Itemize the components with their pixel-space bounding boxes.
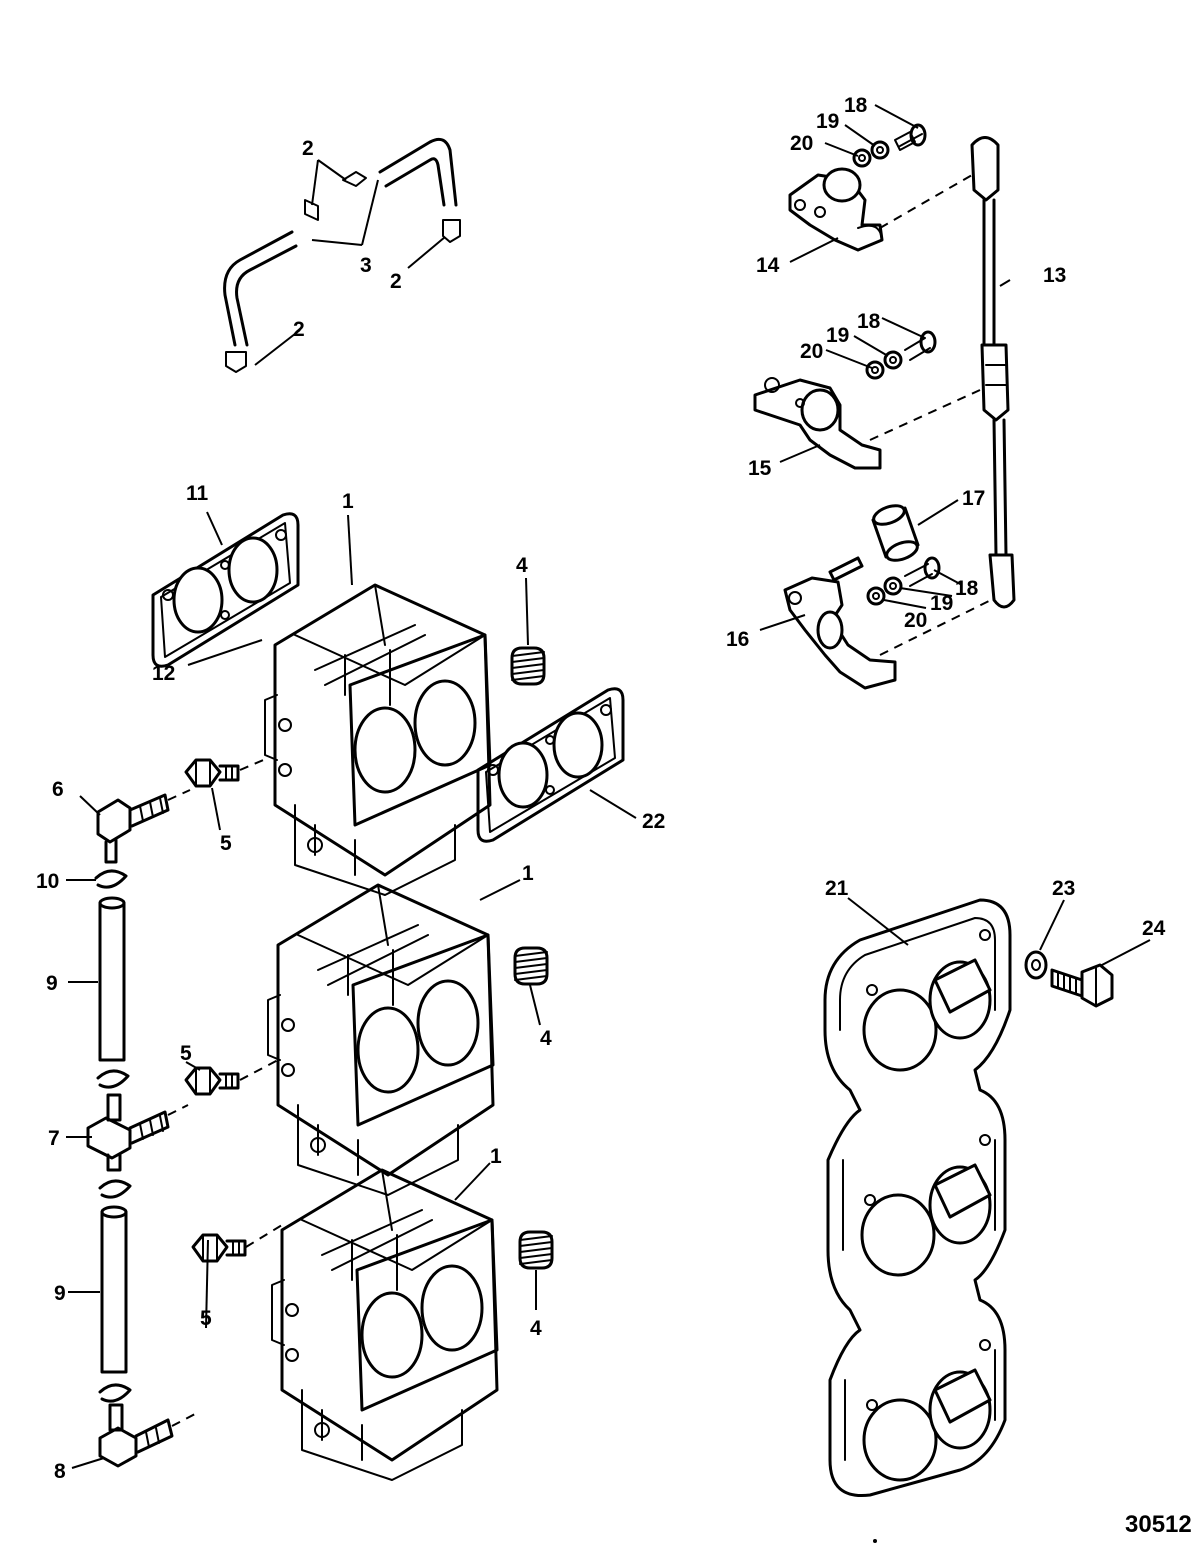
callout-11: 11	[186, 482, 209, 505]
bolt-24	[1050, 963, 1114, 1008]
callout-13: 13	[1043, 264, 1066, 287]
callout-5-middle: 5	[180, 1042, 192, 1065]
callout-18-bottom: 18	[955, 577, 979, 600]
callout-8: 8	[54, 1460, 66, 1483]
hose-9a	[98, 896, 126, 1062]
callout-14: 14	[756, 254, 780, 277]
clip-bottom	[98, 1383, 132, 1403]
callout-labels: 2 3 2 2 11 1 4 12 6 5 22 10 1 9 4 5 7 1 …	[36, 94, 1192, 1538]
tee-fitting-7	[86, 1093, 189, 1172]
callout-4-bottom: 4	[530, 1317, 542, 1340]
callout-7: 7	[48, 1127, 60, 1150]
callout-2-bottom: 2	[293, 318, 305, 341]
callout-leaders	[66, 104, 1151, 1469]
callout-20-mid: 20	[800, 340, 823, 363]
callout-20-top: 20	[790, 132, 813, 155]
callout-19-bottom: 19	[930, 592, 953, 615]
callout-17: 17	[962, 487, 985, 510]
callout-18-mid: 18	[857, 310, 881, 333]
callout-12: 12	[152, 662, 175, 685]
callout-22: 22	[642, 810, 665, 833]
screw-washers-mid	[865, 330, 937, 380]
callout-6: 6	[52, 778, 64, 801]
spring-4a	[510, 646, 546, 686]
spring-4c	[518, 1230, 554, 1270]
callout-10: 10	[36, 870, 59, 893]
callout-19-mid: 19	[826, 324, 849, 347]
clip-10	[94, 869, 128, 889]
elbow-fitting-6	[96, 789, 191, 864]
callout-4-top: 4	[516, 554, 528, 577]
callout-1-bottom: 1	[490, 1145, 502, 1168]
callout-24: 24	[1142, 917, 1166, 940]
callout-1-top: 1	[342, 490, 354, 513]
linkage-rod-13	[869, 136, 1016, 656]
hose-9b	[100, 1205, 128, 1374]
fuel-hose-assembly	[223, 137, 461, 373]
callout-19-top: 19	[816, 110, 839, 133]
throttle-arm-16	[783, 556, 897, 690]
dot-mark	[873, 1539, 877, 1543]
carburetor-top	[263, 583, 492, 897]
callout-23: 23	[1052, 877, 1075, 900]
callout-2-right: 2	[390, 270, 402, 293]
throttle-arm-15	[753, 377, 882, 470]
clip-lower	[98, 1179, 132, 1199]
carburetor-middle	[266, 883, 495, 1197]
callout-4-middle: 4	[540, 1027, 552, 1050]
fitting-5c	[191, 1233, 247, 1263]
callout-16: 16	[726, 628, 749, 651]
callout-9-top: 9	[46, 972, 58, 995]
callout-9-bottom: 9	[54, 1282, 66, 1305]
fitting-5a	[184, 758, 240, 788]
spring-4b	[513, 946, 549, 986]
roller-17	[871, 504, 920, 562]
callout-18-top: 18	[844, 94, 868, 117]
callout-3: 3	[360, 254, 372, 277]
callout-21: 21	[825, 877, 849, 900]
throttle-arm-14	[788, 167, 884, 252]
callout-leaders-top-left	[254, 159, 446, 366]
intake-plate-21	[823, 898, 1012, 1498]
washer-23	[1024, 950, 1048, 980]
callout-5-top: 5	[220, 832, 232, 855]
callout-2-top: 2	[302, 137, 314, 160]
fitting-5b	[184, 1066, 240, 1096]
screw-washers-bottom	[866, 556, 941, 606]
callout-5-bottom: 5	[200, 1307, 212, 1330]
figure-number: 30512	[1125, 1511, 1192, 1538]
callout-20-bottom: 20	[904, 609, 927, 632]
gasket-22	[476, 687, 625, 843]
clip-middle	[96, 1069, 130, 1089]
callout-1-middle: 1	[522, 862, 534, 885]
carburetor-bottom	[270, 1168, 499, 1482]
tee-fitting-8	[98, 1403, 196, 1468]
screw-washers-top	[852, 123, 927, 168]
callout-15: 15	[748, 457, 772, 480]
